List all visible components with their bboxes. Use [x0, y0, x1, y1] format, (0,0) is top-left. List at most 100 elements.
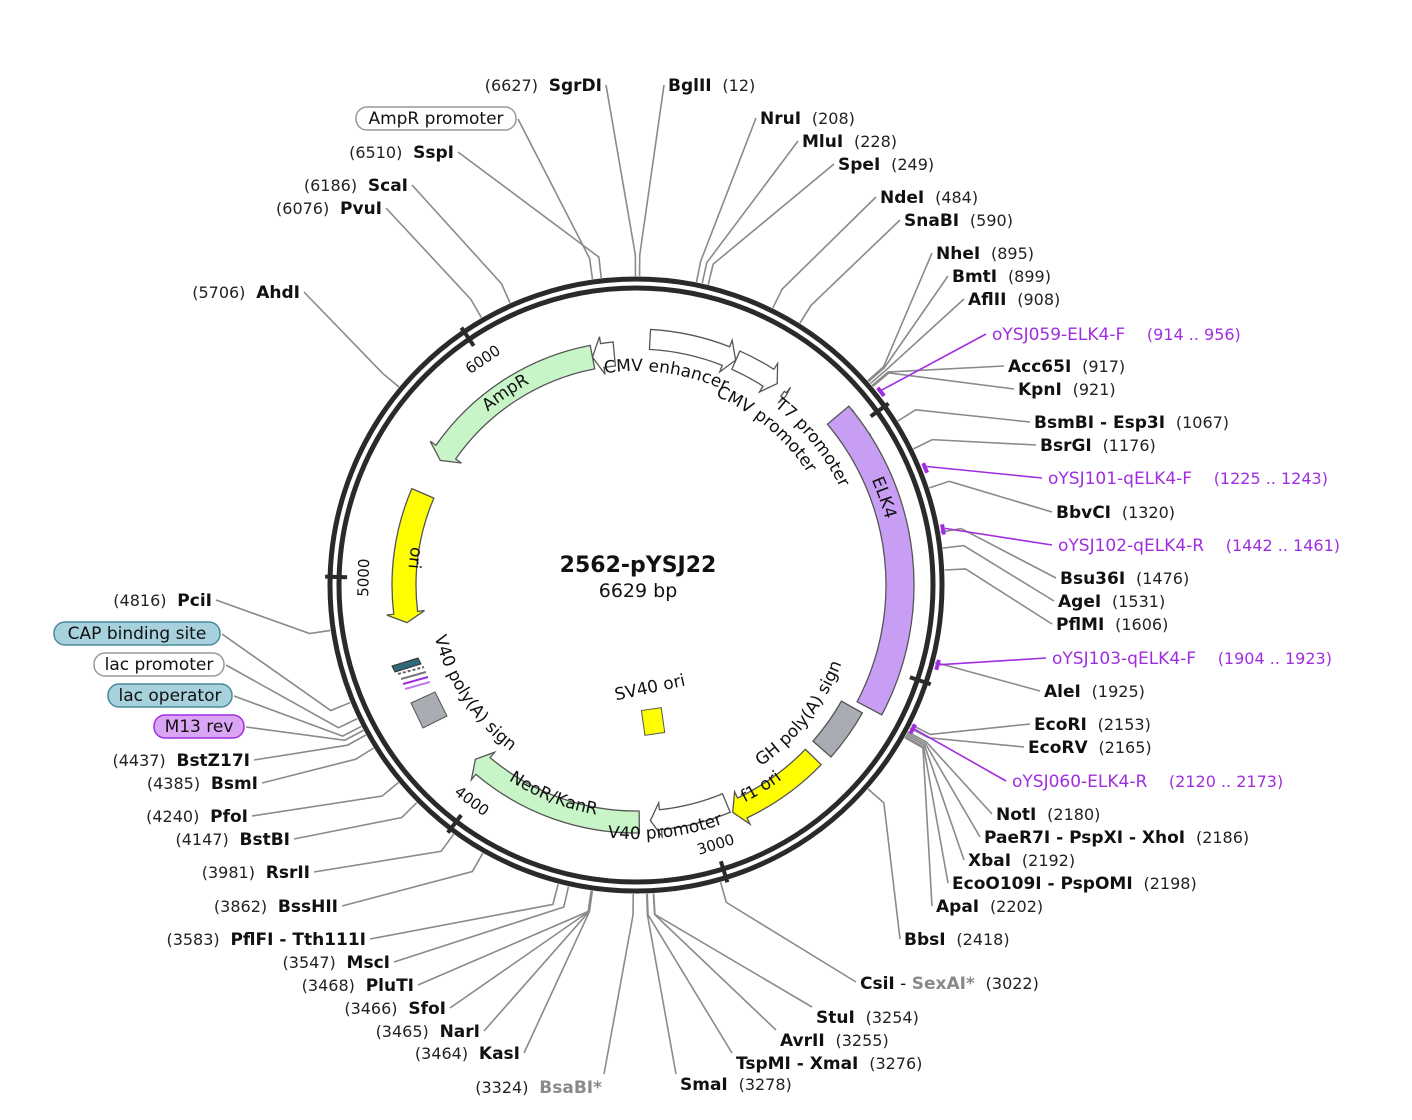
ampr-feature — [429, 344, 596, 464]
feature-pill — [93, 652, 225, 677]
feature-pill — [107, 683, 233, 708]
enzyme-label: (3468) PluTI — [302, 976, 414, 996]
f1-ori-feature — [732, 748, 823, 827]
enzyme-label: (4385) BsmI — [147, 774, 258, 794]
ori-feature — [386, 487, 435, 624]
enzyme-label: (6510) SspI — [349, 143, 454, 163]
leader-line — [913, 438, 1037, 450]
feature-pill-label: lac operator — [118, 686, 221, 706]
leader-line — [411, 184, 511, 304]
enzyme-label: (3547) MscI — [283, 953, 390, 973]
enzyme-label: BsrGI (1176) — [1040, 436, 1156, 456]
enzyme-label: (6076) PvuI — [276, 199, 382, 219]
leader-line — [905, 734, 965, 861]
leader-line — [719, 881, 857, 983]
primer-mark — [876, 386, 886, 398]
enzyme-label: (6186) ScaI — [304, 176, 408, 196]
leader-line — [221, 633, 351, 712]
enzyme-label: (3324) BsaBI* — [475, 1078, 602, 1098]
neor-kanr-feature — [470, 750, 641, 834]
sv40-ori-feature: SV40 ori — [613, 671, 687, 736]
leader-line — [868, 275, 949, 383]
primer-mark — [940, 524, 946, 535]
leader-line — [652, 893, 777, 1031]
tick-mark — [459, 326, 476, 347]
leader-line — [603, 893, 635, 1075]
primer-label: oYSJ060-ELK4-R (2120 .. 2173) — [1012, 772, 1283, 792]
enzyme-label: Acc65I (917) — [1008, 357, 1125, 377]
enzyme-label: EcoO109I - PspOMI (2198) — [952, 874, 1197, 894]
leader-line — [233, 695, 362, 737]
leader-line — [906, 732, 981, 838]
leader-line — [251, 781, 399, 817]
leader-line — [907, 731, 993, 815]
leader-line — [313, 833, 455, 873]
tick-mark — [718, 860, 730, 883]
tick-label: 4000 — [451, 782, 492, 819]
leader-line — [799, 219, 901, 324]
tick-mark — [325, 574, 348, 580]
primer-leader — [939, 657, 1047, 666]
primer-mark — [921, 462, 929, 474]
primer-label: oYSJ102-qELK4-R (1442 .. 1461) — [1058, 536, 1340, 556]
enzyme-label: (5706) AhdI — [192, 283, 300, 303]
leader-line — [369, 883, 559, 940]
enzyme-label: (3583) PflFI - Tth111I — [166, 930, 366, 950]
feature-label: CMV promoter — [713, 382, 820, 476]
enzyme-label: (3464) KasI — [415, 1044, 520, 1064]
enzyme-label: NruI (208) — [760, 109, 855, 129]
leader-line — [215, 599, 331, 635]
leader-line — [225, 664, 358, 729]
sv40-promoter-feature — [649, 792, 732, 839]
leader-line — [638, 84, 665, 277]
leader-line — [867, 252, 933, 382]
enzyme-label: (3466) SfoI — [344, 999, 446, 1019]
enzyme-label: SmaI (3278) — [680, 1075, 792, 1095]
leader-line — [449, 890, 593, 1009]
leader-line — [772, 196, 877, 309]
leader-line — [911, 723, 1031, 736]
feature-pill — [355, 106, 517, 131]
leader-line — [872, 372, 1015, 390]
leader-line — [869, 298, 965, 385]
lac-region-glyphs — [391, 657, 448, 729]
primer-leader — [881, 333, 987, 391]
leader-line — [293, 802, 418, 840]
enzyme-label: ApaI (2202) — [936, 897, 1043, 917]
enzyme-label: BglII (12) — [668, 76, 755, 96]
tick-mark — [909, 675, 932, 687]
enzyme-label: (3465) NarI — [376, 1022, 480, 1042]
leader-line — [523, 890, 594, 1054]
enzyme-label: StuI (3254) — [816, 1008, 919, 1028]
leader-line — [245, 726, 364, 742]
leader-lines — [215, 84, 1057, 1075]
backbone-inner-ring — [336, 285, 936, 885]
enzyme-label: KpnI (921) — [1018, 380, 1116, 400]
enzyme-label: TspMI - XmaI (3276) — [736, 1054, 922, 1074]
leader-line — [483, 890, 593, 1032]
enzyme-label: BbsI (2418) — [904, 930, 1010, 950]
labels: BglII (12)NruI (208)MluI (228)SpeI (249)… — [53, 76, 1340, 1098]
leader-line — [944, 568, 1053, 625]
primer-leader — [944, 527, 1053, 546]
plasmid-size: 6629 bp — [599, 580, 678, 602]
plasmid-title: 2562-pYSJ22 — [560, 553, 717, 578]
bgh-polya-feature — [812, 700, 864, 758]
enzyme-label: XbaI (2192) — [968, 851, 1075, 871]
t7-promoter-feature — [777, 386, 792, 404]
tick-mark — [869, 401, 890, 419]
enzyme-label: NheI (895) — [936, 244, 1034, 264]
primer-mark — [934, 659, 941, 671]
leader-line — [871, 365, 1005, 387]
enzyme-label: EcoRI (2153) — [1034, 715, 1151, 735]
enzyme-label: (4437) BstZ17I — [112, 751, 250, 771]
enzyme-label: (6627) SgrDI — [485, 76, 602, 96]
feature-pill-label: CAP binding site — [68, 624, 207, 644]
enzyme-label: BbvCI (1320) — [1056, 503, 1175, 523]
ampr-promoter-feature — [591, 336, 617, 375]
feature-label: ori — [404, 546, 426, 570]
leader-line — [303, 291, 400, 388]
primer-label: oYSJ103-qELK4-F (1904 .. 1923) — [1052, 649, 1332, 669]
leader-line — [904, 735, 949, 884]
feature-pill-label: M13 rev — [165, 717, 234, 737]
